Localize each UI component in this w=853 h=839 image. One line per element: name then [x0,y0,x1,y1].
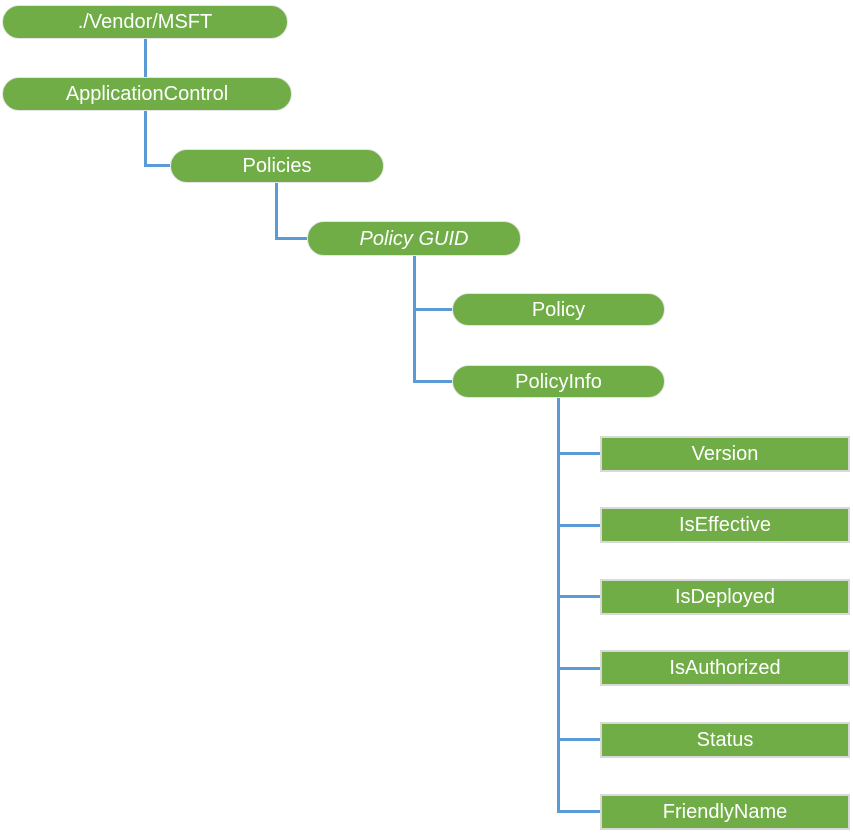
node-policies: Policies [170,149,384,183]
connector-policies-to-policyguid-vertical [275,183,278,240]
node-status: Status [600,722,850,758]
connector-policyinfo-trunk [557,398,560,813]
connector-branch-policyinfo [413,380,452,383]
node-friendlyname: FriendlyName [600,794,850,830]
node-status-label: Status [696,729,754,751]
node-friendlyname-label: FriendlyName [662,801,788,823]
node-vendor-msft: ./Vendor/MSFT [2,5,288,39]
connector-branch-version [557,452,600,455]
connector-branch-isauthorized [557,667,600,670]
node-policy-label: Policy [531,298,586,321]
node-iseffective: IsEffective [600,507,850,543]
connector-applicationcontrol-to-policies-horizontal [144,164,170,167]
connector-branch-iseffective [557,524,600,527]
connector-branch-isdeployed [557,595,600,598]
node-applicationcontrol: ApplicationControl [2,77,292,111]
node-iseffective-label: IsEffective [679,514,771,536]
node-policy: Policy [452,293,665,326]
connector-applicationcontrol-to-policies-vertical [144,111,147,167]
node-policyinfo-label: PolicyInfo [515,370,602,393]
connector-branch-status [557,738,600,741]
connector-policyguid-trunk [413,255,416,383]
node-version: Version [600,436,850,472]
node-version-label: Version [691,443,759,465]
connector-branch-friendlyname [557,810,600,813]
node-policyinfo: PolicyInfo [452,365,665,398]
connector-policies-to-policyguid-horizontal [275,237,307,240]
node-applicationcontrol-label: ApplicationControl [65,83,229,105]
node-vendor-msft-label: ./Vendor/MSFT [77,11,213,33]
node-isauthorized-label: IsAuthorized [669,657,781,679]
node-policy-guid: Policy GUID [307,221,521,256]
node-isdeployed: IsDeployed [600,579,850,615]
connector-branch-policy [413,308,452,311]
connector-root-to-applicationcontrol [144,39,147,77]
node-isauthorized: IsAuthorized [600,650,850,686]
node-isdeployed-label: IsDeployed [674,586,776,608]
node-policies-label: Policies [242,155,312,177]
node-policy-guid-label: Policy GUID [359,227,469,250]
